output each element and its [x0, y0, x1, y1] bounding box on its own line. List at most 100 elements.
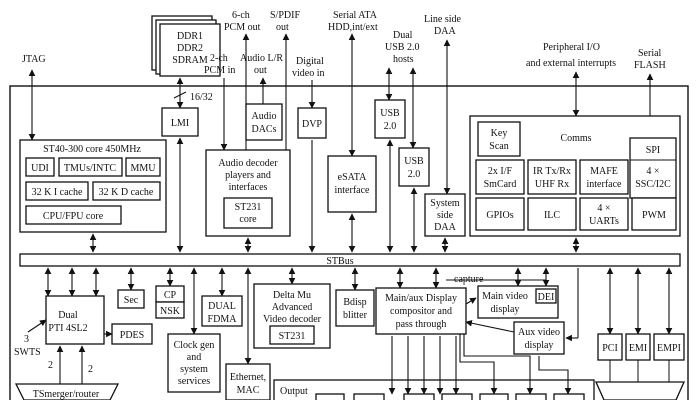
digital-video-line-2: video in	[292, 68, 325, 79]
peripheral-line-1: Peripheral I/O	[543, 42, 600, 53]
usb-b-block	[398, 147, 430, 187]
peripheral-line-2: and external interrupts	[526, 58, 616, 69]
smcard-block	[475, 159, 525, 195]
sata-line-2: HDD,int/ext	[328, 22, 378, 33]
ir-line-1: IR Tx/Rx	[533, 166, 571, 177]
dual-pti-block	[45, 295, 105, 345]
compositor-line-3: pass through	[396, 319, 447, 330]
clock-line-1: Clock gen	[174, 340, 215, 351]
serial-flash-line-1: Serial	[638, 48, 662, 59]
system-daa-line-1: System	[430, 198, 460, 209]
fpu-label: CPU/FPU core	[43, 211, 104, 222]
pcm2-line-2: PCM in	[204, 65, 235, 76]
output-sub-1	[315, 393, 345, 400]
bus-width-label: 16/32	[190, 92, 213, 103]
empi-label: EMPI	[657, 343, 681, 354]
serial-flash-line-2: FLASH	[634, 60, 666, 71]
pcm6-line-2: PCM out	[224, 22, 261, 33]
spdif-line-1: S/PDIF	[270, 10, 300, 21]
usb-a-line-1: USB	[380, 108, 400, 119]
comp-out-6	[459, 334, 498, 395]
ilc-block	[527, 197, 577, 231]
mmu-block	[125, 157, 161, 177]
delta-line-3: Video decoder	[263, 314, 322, 325]
uarts-line-2: UARTs	[589, 216, 619, 227]
uarts-block	[579, 197, 629, 231]
audio-dacs-line-1: Audio	[252, 111, 277, 122]
key-scan-line-2: Scan	[489, 141, 508, 152]
audio-lr-line-1: Audio L/R	[240, 53, 283, 64]
clock-line-4: services	[178, 376, 210, 387]
udi-label: UDI	[31, 163, 49, 174]
dual-fdma-line-1: DUAL	[208, 301, 236, 312]
sec-label: Sec	[124, 295, 139, 306]
system-daa-block	[424, 193, 466, 237]
ssc-line-2: SSC/I2C	[635, 179, 671, 190]
usb-b-line-1: USB	[404, 156, 424, 167]
bdisp-block	[335, 289, 375, 327]
output-label: Output	[280, 386, 308, 397]
audio-lr-line-2: out	[254, 65, 267, 76]
dei-label: DEI	[538, 292, 555, 303]
ethernet-line-2: MAC	[237, 385, 260, 396]
st231-audio-line-1: ST231	[235, 202, 262, 213]
usb-hosts-line-1: Dual	[393, 30, 413, 41]
st231-video-block	[269, 325, 315, 345]
delta-line-2: Advanced	[272, 302, 313, 313]
ethernet-line-1: Ethernet,	[230, 372, 266, 383]
ir-line-2: UHF Rx	[535, 179, 569, 190]
swts-line-1: 3	[24, 334, 29, 345]
audio-dacs-block	[245, 103, 283, 141]
mmu-label: MMU	[130, 163, 156, 174]
delta-line-1: Delta Mu	[273, 290, 311, 301]
clock-line-2: and	[187, 352, 201, 363]
audio-dec-line-2: players and	[225, 170, 271, 181]
spdif-line-2: out	[276, 22, 289, 33]
stbus-bar	[19, 253, 681, 267]
fpu-block	[25, 205, 122, 225]
dual-pti-line-1: Dual	[58, 310, 78, 321]
dei-block	[535, 288, 557, 304]
compositor-aux-connector	[465, 319, 515, 333]
ddr-line-1: DDR1	[177, 31, 203, 42]
gpios-label: GPIOs	[486, 210, 513, 221]
lmi-label: LMI	[171, 118, 189, 129]
ssc-line-1: 4 ×	[646, 166, 659, 177]
pwm-block	[631, 197, 677, 231]
tmus-label: TMUs/INTC	[64, 163, 117, 174]
st231-video-label: ST231	[279, 331, 306, 342]
icache-label: 32 K I cache	[32, 187, 83, 198]
usb-hosts-line-3: hosts	[393, 54, 414, 65]
ext-bus-mux	[594, 381, 686, 400]
capture-label: capture	[454, 274, 484, 285]
main-video-line-1: Main video	[482, 291, 528, 302]
bus-two-a: 2	[48, 360, 53, 371]
bdisp-line-2: blitter	[343, 310, 368, 321]
output-sub-7	[553, 393, 585, 400]
nsk-label: NSK	[160, 306, 181, 317]
esata-line-1: eSATA	[338, 172, 367, 183]
pdes-block	[111, 323, 153, 345]
mafe-block	[579, 159, 629, 195]
clock-line-3: system	[180, 364, 208, 375]
mafe-line-2: interface	[587, 179, 623, 190]
compositor-line-1: Main/aux Display	[385, 293, 457, 304]
dvp-block	[297, 107, 327, 139]
tsmerger-block	[14, 383, 120, 400]
bdisp-line-1: Bdisp	[343, 297, 366, 308]
key-scan-line-1: Key	[491, 128, 508, 139]
digital-video-line-1: Digital	[296, 56, 324, 67]
output-sub-6	[515, 393, 547, 400]
compositor-block	[375, 287, 467, 335]
comms-title: Comms	[560, 133, 591, 144]
daa-line-1: Line side	[424, 14, 461, 25]
esata-block	[327, 155, 377, 213]
aux-video-line-2: display	[525, 340, 554, 351]
spi-label: SPI	[646, 145, 660, 156]
compositor-line-2: compositor and	[390, 306, 452, 317]
pci-label: PCI	[602, 343, 618, 354]
bus-two-b: 2	[88, 364, 93, 375]
usb-a-line-2: 2.0	[384, 121, 397, 132]
stbus-label: STBus	[326, 256, 353, 267]
main-video-line-2: display	[491, 304, 520, 315]
